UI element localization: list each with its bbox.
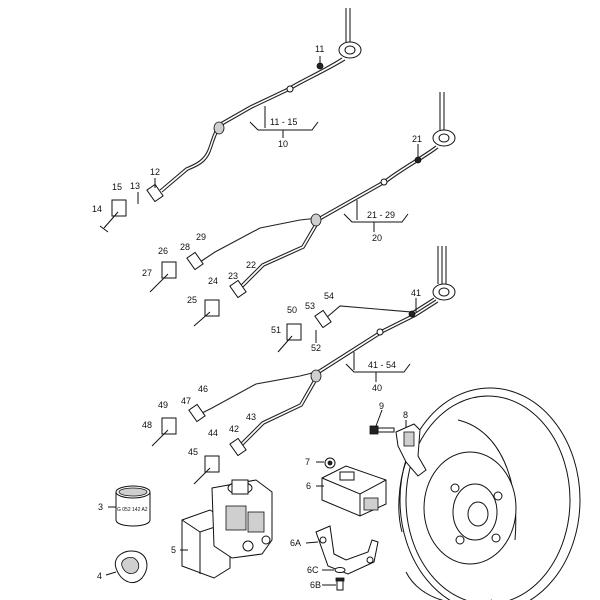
label-7: 7 — [305, 457, 310, 467]
label-47: 47 — [181, 396, 191, 406]
label-23: 23 — [228, 271, 238, 281]
label-8: 8 — [403, 410, 408, 420]
harness-20 — [149, 92, 456, 327]
label-6B: 6B — [310, 580, 321, 590]
part-6-sensor — [321, 457, 387, 517]
part-6b-bolt — [335, 577, 345, 591]
ring-marking: G 052 142 A2 — [117, 507, 148, 513]
part-6c-washer — [334, 567, 346, 573]
label-53: 53 — [305, 301, 315, 311]
label-41: 41 — [411, 288, 421, 298]
part-4-seal — [114, 550, 148, 583]
label-12: 12 — [150, 167, 160, 177]
label-22: 22 — [246, 260, 256, 270]
label-9: 9 — [379, 401, 384, 411]
label-51: 51 — [271, 325, 281, 335]
brake-disc — [398, 387, 581, 600]
label-44: 44 — [208, 428, 218, 438]
label-13: 13 — [130, 181, 140, 191]
label-43: 43 — [246, 412, 256, 422]
label-27: 27 — [142, 268, 152, 278]
label-25: 25 — [187, 295, 197, 305]
part-6a-bracket — [315, 525, 379, 575]
label-11-15: 11 - 15 — [270, 117, 297, 127]
label-40: 40 — [372, 383, 382, 393]
label-26: 26 — [158, 246, 168, 256]
label-4: 4 — [97, 571, 102, 581]
label-11: 11 — [315, 44, 324, 54]
label-10: 10 — [278, 139, 288, 149]
label-5: 5 — [171, 545, 176, 555]
label-21-29: 21 - 29 — [367, 210, 395, 220]
part-5-control-unit — [181, 479, 273, 579]
label-54: 54 — [324, 291, 334, 301]
label-6A: 6A — [290, 538, 301, 548]
harness-10 — [99, 8, 362, 233]
label-21: 21 — [412, 134, 422, 144]
label-6C: 6C — [307, 565, 319, 575]
label-6: 6 — [306, 481, 311, 491]
label-49: 49 — [158, 400, 168, 410]
label-48: 48 — [142, 420, 152, 430]
label-15: 15 — [112, 182, 122, 192]
label-45: 45 — [188, 447, 198, 457]
label-46: 46 — [198, 384, 208, 394]
label-52: 52 — [311, 343, 321, 353]
label-42: 42 — [229, 424, 239, 434]
harness-40 — [151, 246, 456, 485]
part-9-bolt — [369, 425, 395, 435]
label-24: 24 — [208, 276, 218, 286]
label-20: 20 — [372, 233, 382, 243]
label-41-54: 41 - 54 — [368, 360, 396, 370]
label-50: 50 — [287, 305, 297, 315]
label-14: 14 — [92, 204, 102, 214]
label-28: 28 — [180, 242, 190, 252]
part-8-speed-sensor — [395, 423, 427, 477]
label-3: 3 — [98, 502, 103, 512]
part-3-ring: G 052 142 A2 — [115, 485, 151, 527]
label-29: 29 — [196, 232, 206, 242]
